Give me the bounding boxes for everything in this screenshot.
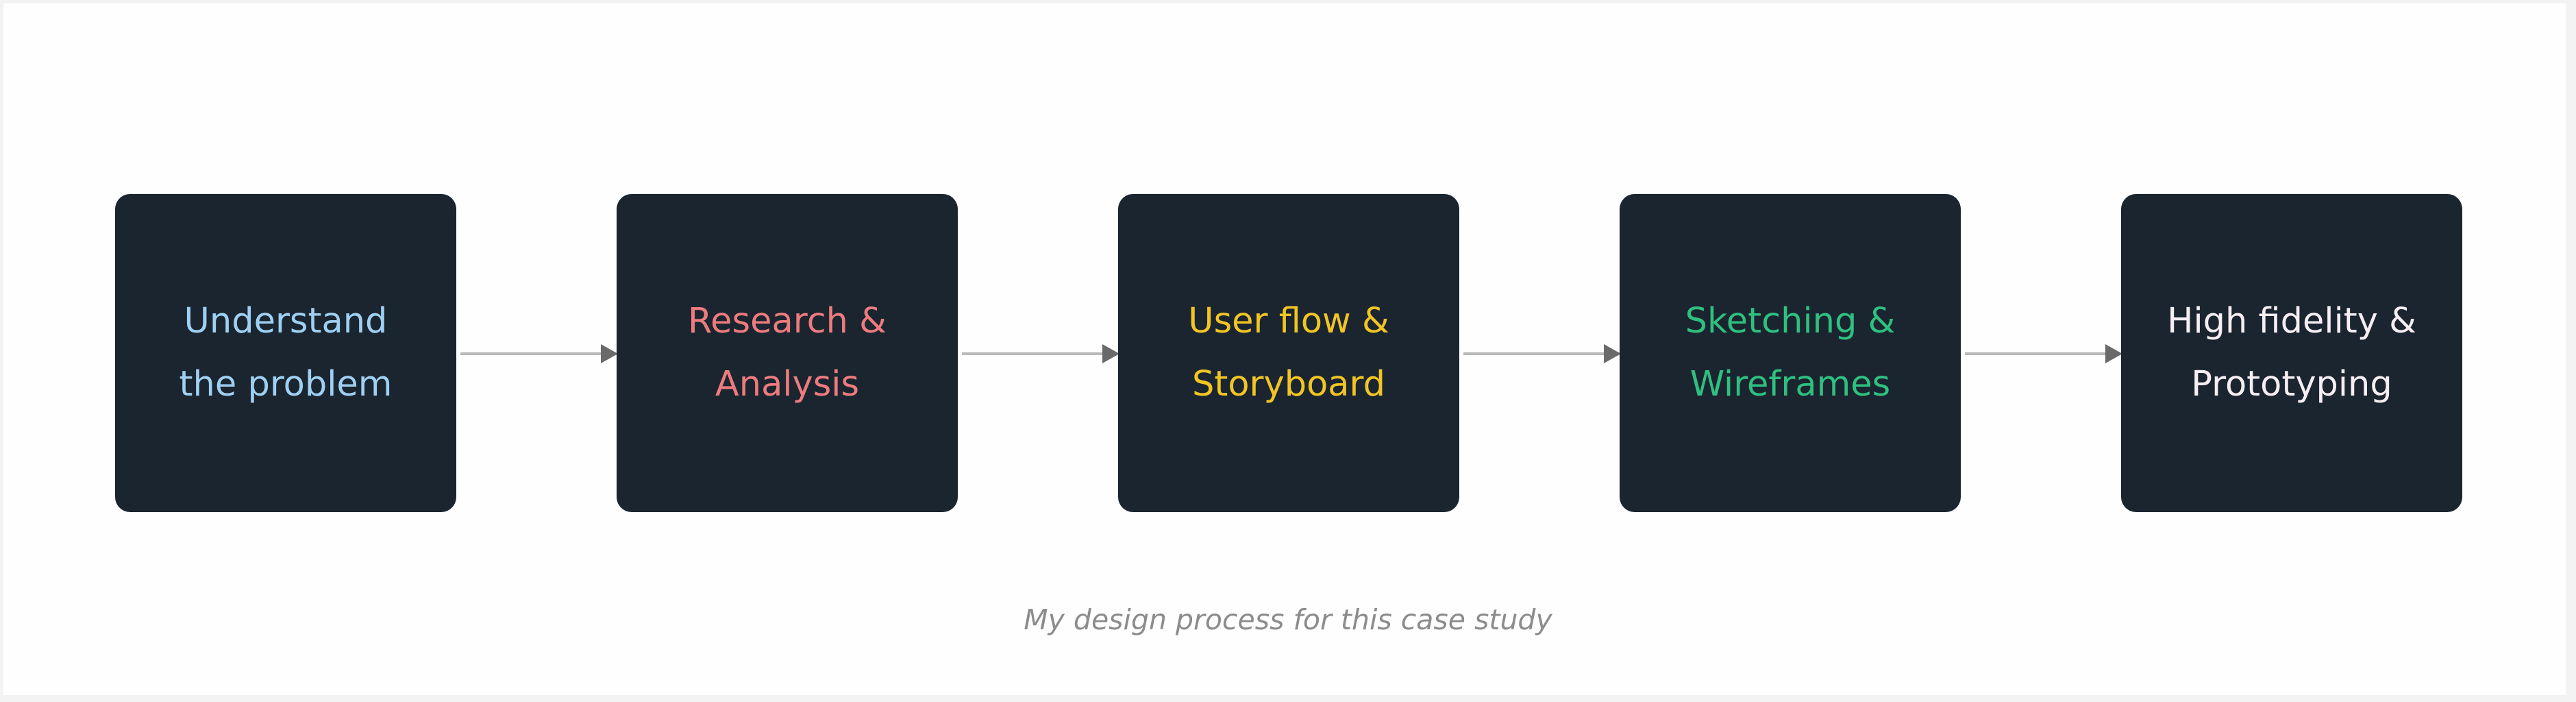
arrow-connector-2: [962, 344, 1119, 363]
step-label: Research & Analysis: [688, 290, 887, 416]
step-understand-problem: Understand the problem: [115, 194, 456, 512]
arrow-connector-1: [460, 344, 618, 363]
step-label: High fidelity & Prototyping: [2167, 290, 2416, 416]
step-label: User flow & Storyboard: [1188, 290, 1389, 416]
diagram-caption: My design process for this case study: [1024, 603, 1552, 636]
step-label-line-1: User flow &: [1188, 301, 1389, 341]
step-label-line-2: Storyboard: [1191, 364, 1385, 404]
step-label-line-2: Wireframes: [1689, 364, 1891, 404]
step-research-analysis: Research & Analysis: [617, 194, 958, 512]
step-user-flow-storyboard: User flow & Storyboard: [1118, 194, 1459, 512]
diagram-panel: Understand the problem Research & Analys…: [3, 3, 2566, 695]
step-label-line-2: Prototyping: [2191, 364, 2392, 404]
arrow-connector-4: [1965, 344, 2122, 363]
step-label: Sketching & Wireframes: [1685, 290, 1896, 416]
step-label-line-1: High fidelity &: [2167, 301, 2416, 341]
step-label-line-1: Sketching &: [1685, 301, 1896, 341]
step-label-line-2: Analysis: [715, 364, 860, 404]
step-label-line-1: Understand: [184, 301, 388, 341]
step-high-fidelity-prototyping: High fidelity & Prototyping: [2121, 194, 2462, 512]
step-label-line-1: Research &: [688, 301, 887, 341]
step-sketching-wireframes: Sketching & Wireframes: [1620, 194, 1961, 512]
arrow-connector-3: [1463, 344, 1621, 363]
step-label-line-2: the problem: [179, 364, 393, 404]
step-label: Understand the problem: [179, 290, 393, 416]
